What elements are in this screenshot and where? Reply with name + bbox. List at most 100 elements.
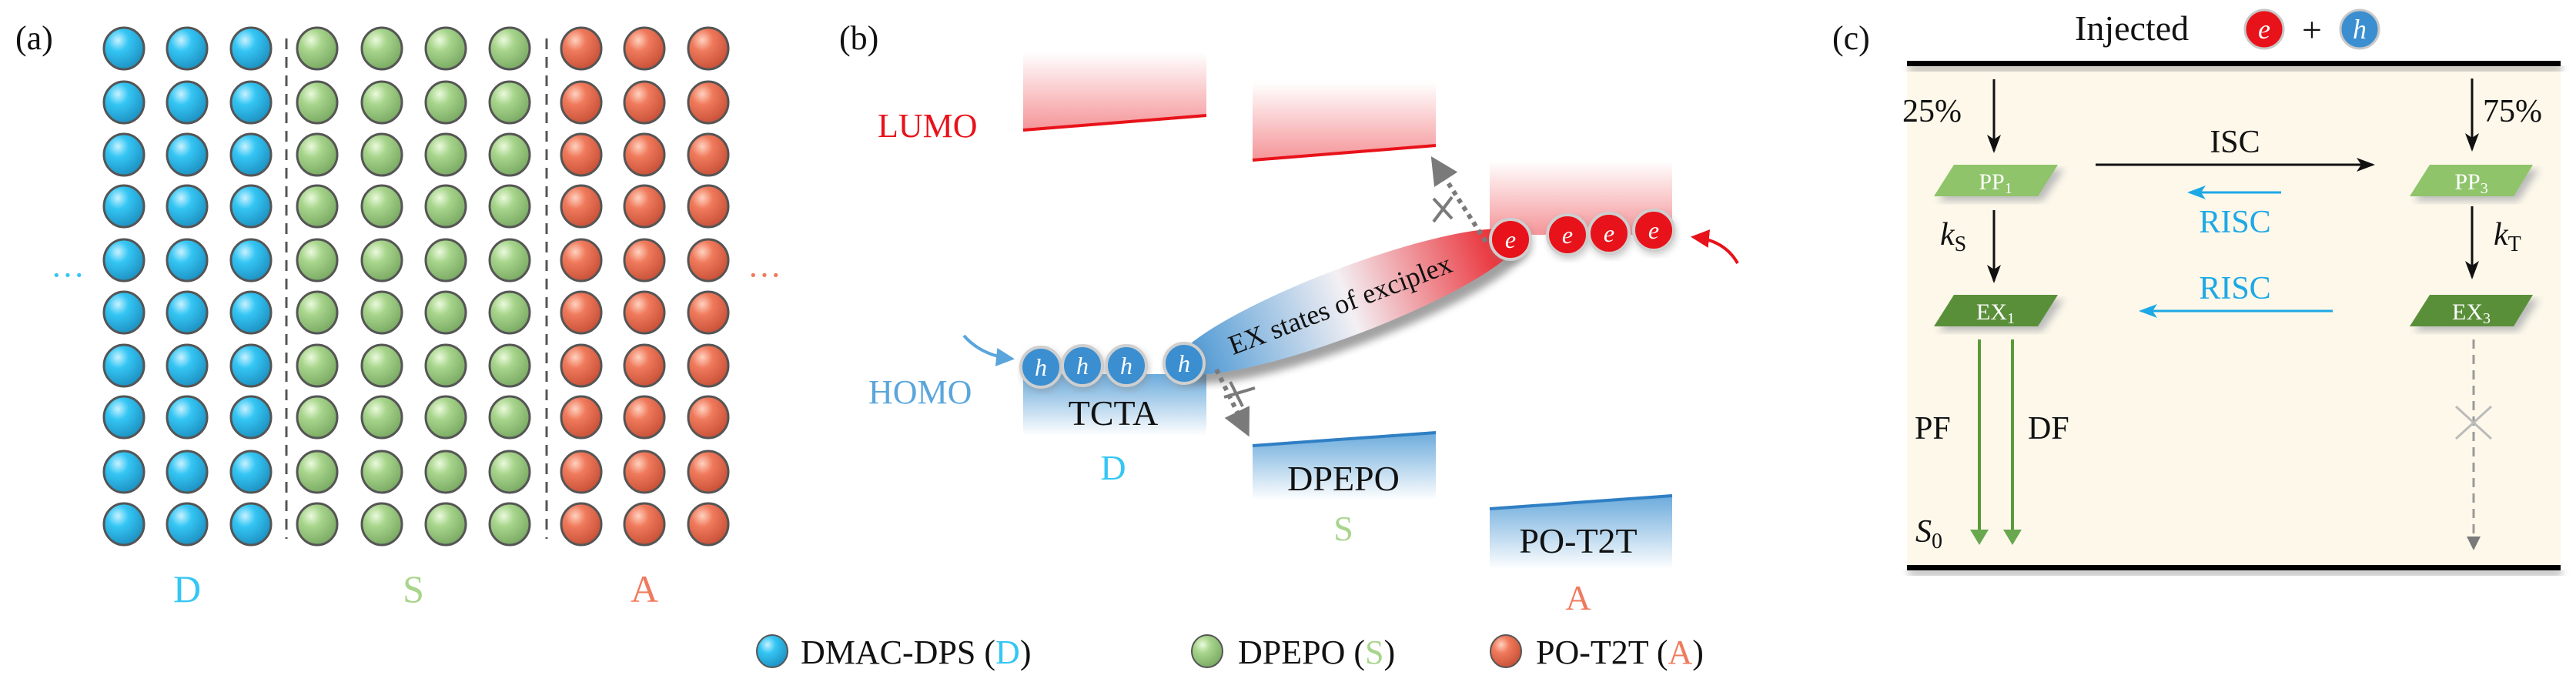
molecule-s [424,343,467,388]
dpepo-homo-edge [1252,431,1437,447]
molecule-s [424,184,467,229]
svg-text:e: e [1505,226,1516,253]
molecule-s [296,502,339,547]
electron: e [1587,212,1631,257]
molecule-d [229,132,273,177]
dpepo-lumo-edge [1252,144,1437,162]
electron: e [1489,218,1533,263]
ellipsis-left: ··· [51,256,85,294]
panel-b: (b) LUMO HOMO TCTA D DPEPO S PO-T2T A [839,19,1739,617]
molecule-s [360,26,403,71]
molecule-s [424,26,467,71]
molecule-grid [102,26,730,547]
molecule-s [360,184,403,229]
molecule-d [166,238,209,282]
svg-text:e: e [1562,221,1573,249]
molecule-d [229,26,273,71]
molecule-d [102,395,146,440]
molecule-s [488,80,531,125]
molecule-d [166,395,209,440]
molecule-s [296,290,339,335]
legend-swatch [756,634,788,668]
molecule-s [360,80,403,125]
molecule-a [687,290,730,335]
panel-c: (c) Injected e + h 25% 75% ISC RISC RISC… [1832,8,2562,575]
molecule-s [424,80,467,125]
hole: h [1061,344,1105,389]
pot2t-homo-edge [1489,494,1673,510]
risc-label-pp: RISC [2199,205,2270,240]
molecule-s [360,502,403,547]
molecule-a [560,80,603,125]
pot2t-role: A [1565,578,1591,617]
molecule-a [560,184,603,229]
ellipsis-right: ··· [748,256,781,294]
exciplex-state: EX states of exciplex [1174,229,1527,384]
molecule-d [166,290,209,335]
hole: h [1105,344,1149,389]
svg-text:e: e [2258,14,2270,45]
molecule-s [488,502,531,547]
pot2t-label: PO-T2T [1519,521,1637,560]
tcta-role: D [1100,448,1126,487]
molecule-a [623,450,666,494]
electron-injection-arrow [1691,229,1739,265]
pp1-state: PP1 [1934,165,2064,201]
dpepo-role: S [1333,509,1353,548]
electron-icon: e [2243,8,2285,50]
molecule-s [488,395,531,440]
legend-item-po-t2t: PO-T2T (A) [1490,634,1704,671]
risc-label-ex: RISC [2199,271,2270,306]
dpepo-label: DPEPO [1287,459,1400,498]
molecule-d [102,343,146,388]
molecule-d [229,290,273,335]
s0-label: S0 [1915,514,1942,553]
legend-swatch [1490,634,1522,668]
hole: h [1163,342,1206,387]
molecule-s [360,395,403,440]
legend-label: PO-T2T (A) [1536,634,1704,671]
molecule-s [296,238,339,282]
molecule-s [488,132,531,177]
legend-label: DMAC-DPS (D) [801,634,1031,671]
molecule-a [687,80,730,125]
molecule-a [560,450,603,494]
panel-c-label: (c) [1832,19,1870,57]
blocked-hole-transfer [1214,368,1256,437]
molecule-a [623,290,666,335]
ks-label: kS [1940,217,1966,256]
molecule-s [488,238,531,282]
molecule-d [166,26,209,71]
molecule-a [623,132,666,177]
molecule-a [560,132,603,177]
molecule-d [166,502,209,547]
molecule-d [229,502,273,547]
molecule-d [102,26,146,71]
df-label: DF [2028,411,2069,446]
svg-text:PP3: PP3 [2454,169,2487,197]
molecule-d [229,395,273,440]
tcta-label: TCTA [1069,393,1158,433]
electron: e [1546,213,1590,259]
group-label-a: A [631,567,658,610]
legend: DMAC-DPS (D) DPEPO (S) PO-T2T (A) [756,634,1704,671]
svg-text:EX3: EX3 [2452,299,2491,327]
exciplex-ellipse [1174,229,1521,375]
molecule-s [488,184,531,229]
molecule-a [560,502,603,547]
dotted-arrow-down [1214,368,1250,437]
ground-state-bar [1907,565,2561,570]
triplet-percentage: 75% [2483,94,2542,129]
pp3-state: PP3 [2410,165,2539,201]
blocked-cross-icon [2454,405,2493,440]
lumo-label: LUMO [878,107,978,145]
singlet-percentage: 25% [1902,94,1962,129]
molecule-a [623,80,666,125]
molecule-s [296,450,339,494]
top-bar-shadow [1909,66,2562,71]
pot2t-homo-band [1490,496,1672,570]
molecule-s [296,132,339,177]
molecule-a [560,395,603,440]
